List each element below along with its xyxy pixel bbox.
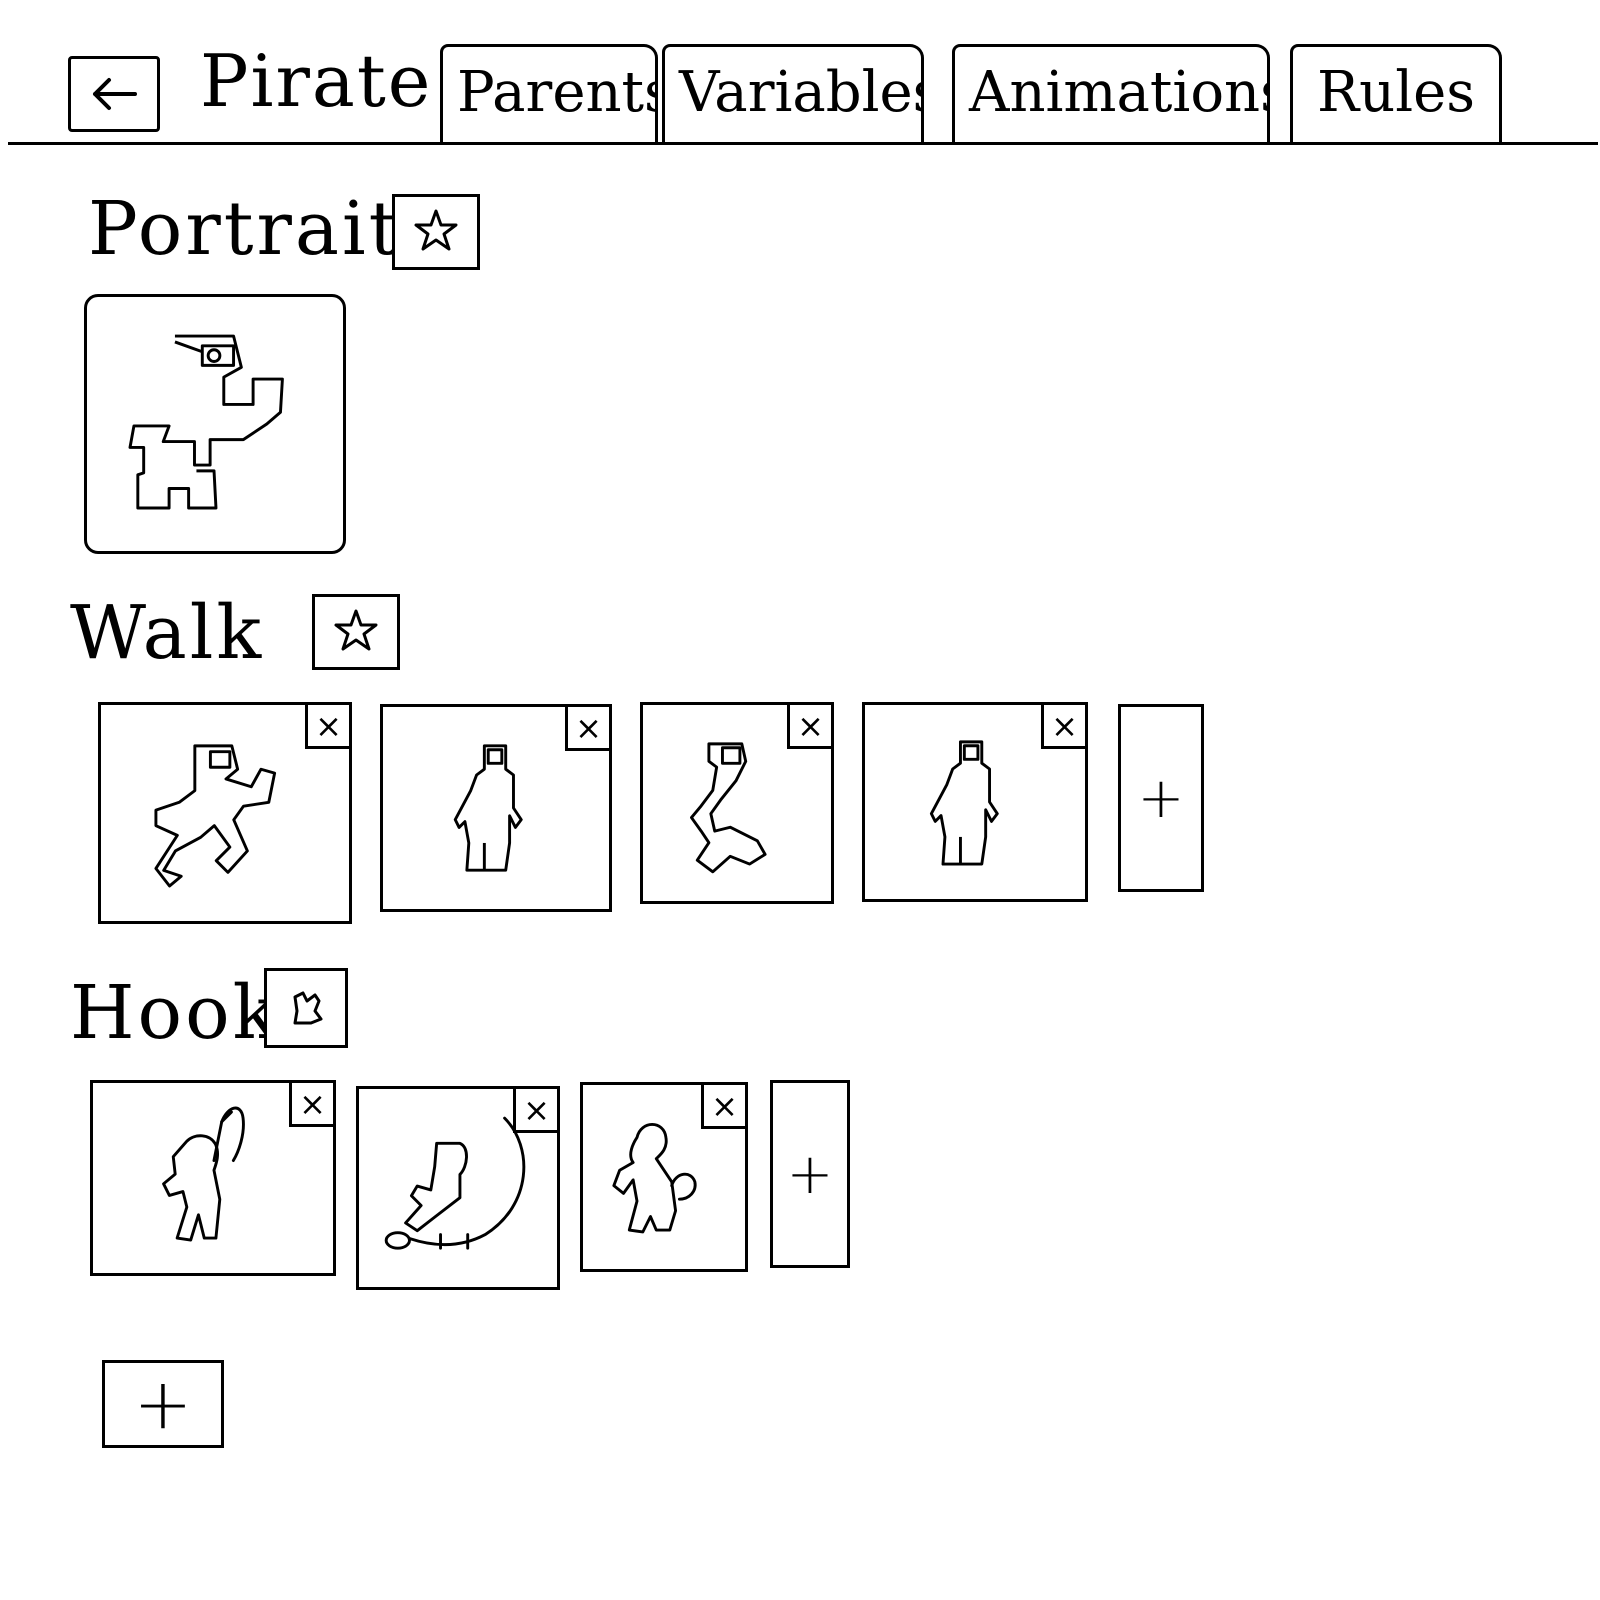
tab-variables[interactable]: Variables (662, 44, 924, 142)
pirate-stand-image (453, 744, 523, 872)
header-bar: Pirate Parents Variables Animations Rule… (0, 0, 1600, 160)
hook-frame-1-delete-button[interactable]: × (289, 1083, 333, 1127)
section-title-hook: Hook (70, 970, 281, 1056)
walk-add-frame-button[interactable]: + (1118, 704, 1204, 892)
pirate-hook-raise-image (162, 1106, 245, 1242)
walk-frame-1-delete-button[interactable]: × (305, 705, 349, 749)
back-button[interactable] (68, 56, 160, 132)
section-title-walk: Walk (70, 590, 265, 676)
pirate-stand-image (929, 740, 999, 866)
walk-frame-1[interactable]: × (98, 702, 352, 924)
walk-favorite-button[interactable] (312, 594, 400, 670)
pirate-lunge-image (690, 742, 767, 874)
tab-divider (8, 142, 1598, 145)
hook-favorite-button[interactable] (264, 968, 348, 1048)
add-animation-button[interactable]: + (102, 1360, 224, 1448)
pirate-hook-swing-image (384, 1116, 526, 1250)
hook-frame-2-delete-button[interactable]: × (513, 1089, 557, 1133)
star-icon (414, 209, 458, 251)
hook-frame-3[interactable]: × (580, 1082, 748, 1272)
back-arrow-icon (93, 78, 137, 110)
tab-rules[interactable]: Rules (1290, 44, 1502, 142)
tab-parents[interactable]: Parents (440, 44, 658, 142)
walk-frame-2-delete-button[interactable]: × (565, 707, 609, 751)
pirate-run-image (154, 744, 277, 888)
portrait-favorite-button[interactable] (392, 194, 480, 270)
walk-frame-4[interactable]: × (862, 702, 1088, 902)
hook-frame-2[interactable]: × (356, 1086, 560, 1290)
hook-frame-1[interactable]: × (90, 1080, 336, 1276)
pirate-hook-rest-image (612, 1123, 697, 1234)
star-icon (334, 609, 378, 651)
hand-icon (293, 991, 323, 1025)
walk-frame-2[interactable]: × (380, 704, 612, 912)
walk-frame-4-delete-button[interactable]: × (1041, 705, 1085, 749)
tab-animations[interactable]: Animations (952, 44, 1270, 142)
hook-frame-3-delete-button[interactable]: × (701, 1085, 745, 1129)
walk-frame-3-delete-button[interactable]: × (787, 705, 831, 749)
portrait-frame[interactable] (84, 294, 346, 554)
page-title: Pirate (200, 39, 433, 123)
section-title-portrait: Portrait (88, 186, 402, 272)
hook-add-frame-button[interactable]: + (770, 1080, 850, 1268)
walk-frame-3[interactable]: × (640, 702, 834, 904)
pirate-portrait-image (128, 334, 284, 510)
